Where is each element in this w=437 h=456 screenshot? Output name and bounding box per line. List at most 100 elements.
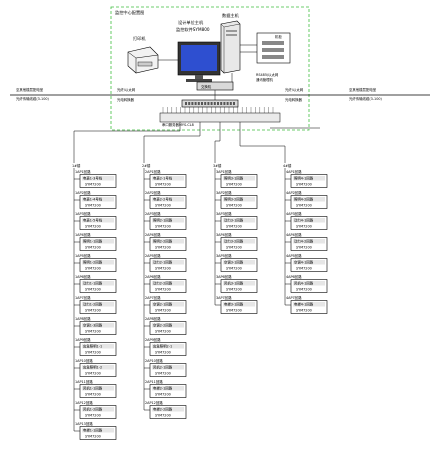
cabinet-label: 机柜 bbox=[275, 34, 282, 39]
meter-name: 风机4-1回路 bbox=[294, 281, 314, 286]
meter-name: 照明3-1回路 bbox=[224, 176, 244, 181]
gateway-port bbox=[226, 102, 229, 105]
meter-display bbox=[82, 407, 114, 412]
port-strip bbox=[159, 112, 281, 123]
gateway-port bbox=[210, 102, 213, 105]
meter-display bbox=[293, 260, 325, 265]
host-tower-icon bbox=[220, 20, 241, 74]
bus-right-label-1: 至其他楼层配电室 bbox=[349, 87, 377, 92]
bus-left-label-2: 光纤传输线缆(3-100) bbox=[16, 96, 50, 101]
meter-display bbox=[82, 323, 114, 328]
device-column: 2#楼2AP1回路电表2-1号线SYM72002AP2回路电表2-2号线SYM7… bbox=[142, 163, 187, 419]
meter-model: SYM7200 bbox=[85, 435, 101, 439]
meter-name: 动力4-2回路 bbox=[294, 239, 314, 244]
meter-model: SYM7200 bbox=[296, 309, 312, 313]
meter-model: SYM7200 bbox=[226, 309, 242, 313]
meter-display bbox=[293, 176, 325, 181]
converter-label: 通讯管理机 bbox=[256, 77, 274, 82]
meter-display bbox=[293, 218, 325, 223]
rs-label: RS485/以太网 bbox=[256, 72, 279, 77]
meter-model: SYM7200 bbox=[155, 351, 171, 355]
meter-tag: 2AP9回路 bbox=[145, 337, 161, 342]
meter-display bbox=[152, 302, 184, 307]
gateway-port bbox=[197, 102, 200, 105]
meter-model: SYM7200 bbox=[85, 225, 101, 229]
meter-model: SYM7200 bbox=[226, 267, 242, 271]
meter-display bbox=[82, 428, 114, 433]
meter-name: 电梯2-1回路 bbox=[153, 386, 173, 391]
meter-display bbox=[152, 218, 184, 223]
gateway-label: 串口服务器MYS-CL8 bbox=[162, 122, 194, 127]
device-columns: 1#楼1AP1回路电表1-3号线SYM72001AP2回路电表1-4号线SYM7… bbox=[72, 163, 328, 440]
bus-mid-left-2: 光电转换器 bbox=[117, 97, 135, 102]
meter-name: 动力4-1回路 bbox=[294, 218, 314, 223]
meter-model: SYM7200 bbox=[296, 267, 312, 271]
meter-tag: 2AP11回路 bbox=[145, 379, 163, 384]
meter-name: 风机1-1回路 bbox=[83, 386, 103, 391]
meter-display bbox=[223, 302, 255, 307]
meter-name: 动力2-2回路 bbox=[153, 281, 173, 286]
meter-tag: 2AP5回路 bbox=[145, 253, 161, 258]
meter-model: SYM7200 bbox=[155, 309, 171, 313]
meter-tag: 2AP7回路 bbox=[145, 295, 161, 300]
meter-display bbox=[152, 176, 184, 181]
meter-model: SYM7200 bbox=[85, 309, 101, 313]
meter-tag: 1AP9回路 bbox=[75, 337, 91, 342]
meter-tag: 4AP2回路 bbox=[286, 190, 302, 195]
meter-model: SYM7200 bbox=[155, 267, 171, 271]
meter-name: 电表1-5号线 bbox=[83, 218, 103, 223]
meter-model: SYM7200 bbox=[155, 204, 171, 208]
meter-tag: 4AP5回路 bbox=[286, 253, 302, 258]
meter-display bbox=[82, 239, 114, 244]
meter-tag: 2AP4回路 bbox=[145, 232, 161, 237]
gateway-ports bbox=[162, 102, 274, 113]
meter-name: 照明3-2回路 bbox=[224, 197, 244, 202]
meter-model: SYM7200 bbox=[226, 288, 242, 292]
meter-model: SYM7200 bbox=[85, 183, 101, 187]
meter-display bbox=[152, 239, 184, 244]
cabinet-icon bbox=[256, 32, 291, 64]
meter-display bbox=[293, 281, 325, 286]
meter-model: SYM7200 bbox=[226, 225, 242, 229]
meter-tag: 2AP12回路 bbox=[145, 400, 163, 405]
meter-display bbox=[152, 281, 184, 286]
meter-model: SYM7200 bbox=[85, 393, 101, 397]
meter-name: 应急照明1-1 bbox=[83, 344, 102, 349]
meter-display bbox=[293, 239, 325, 244]
column-header: 3#楼 bbox=[213, 163, 222, 168]
gateway-port bbox=[229, 102, 232, 105]
meter-model: SYM7200 bbox=[85, 267, 101, 271]
meter-name: 电表1-3号线 bbox=[83, 176, 103, 181]
device-column: 3#楼3AP1回路照明3-1回路SYM72003AP2回路照明3-2回路SYM7… bbox=[213, 163, 258, 314]
meter-tag: 3AP7回路 bbox=[216, 295, 232, 300]
meter-name: 照明2-2回路 bbox=[153, 239, 173, 244]
meter-model: SYM7200 bbox=[226, 204, 242, 208]
meter-name: 动力1-2回路 bbox=[83, 302, 103, 307]
meter-name: 照明4-1回路 bbox=[294, 176, 314, 181]
column-header: 4#楼 bbox=[283, 163, 292, 168]
meter-name: 照明2-1回路 bbox=[153, 218, 173, 223]
meter-model: SYM7200 bbox=[85, 204, 101, 208]
computer-label: 设计单位主机 bbox=[178, 19, 204, 26]
meter-name: 电表2-1号线 bbox=[153, 176, 173, 181]
meter-tag: 2AP10回路 bbox=[145, 358, 163, 363]
meter-display bbox=[82, 197, 114, 202]
meter-display bbox=[82, 302, 114, 307]
gateway-port bbox=[223, 102, 226, 105]
